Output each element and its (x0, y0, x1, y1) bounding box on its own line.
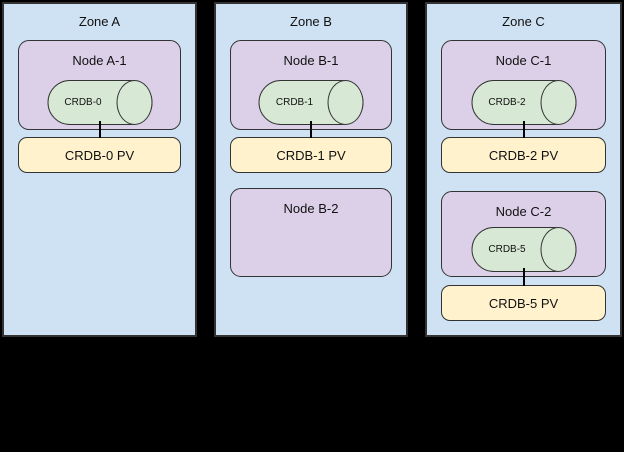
zone-a-title: Zone A (78, 14, 121, 29)
crdb-1-database-cylinder: CRDB-1 (258, 80, 364, 125)
cylinder-cap (327, 80, 364, 125)
crdb-1-pv-box: CRDB-1 PV (230, 137, 392, 173)
node-b1-title: Node B-1 (283, 53, 339, 68)
cylinder-cap (540, 227, 576, 272)
crdb-1-pv-label: CRDB-1 PV (276, 147, 346, 163)
crdb-0-database-cylinder: CRDB-0 (47, 80, 152, 125)
crdb-1-label: CRDB-1 (275, 97, 314, 108)
crdb-2-pv-box: CRDB-2 PV (441, 137, 606, 173)
crdb-5-pv-label: CRDB-5 PV (488, 295, 559, 311)
zone-c-title: Zone C (502, 14, 545, 29)
node-c2-title: Node C-2 (495, 204, 552, 219)
cylinder-cap (540, 80, 576, 125)
crdb-5-pv-box: CRDB-5 PV (441, 285, 606, 321)
crdb-0-label: CRDB-0 (64, 97, 102, 108)
crdb-0-pv-box: CRDB-0 PV (18, 137, 181, 173)
crdb-5-label: CRDB-5 (488, 244, 526, 255)
crdb-2-pv-label: CRDB-2 PV (488, 147, 559, 163)
node-c1-box: Node C-1 CRDB-2 (441, 40, 606, 130)
crdb-5-database-cylinder: CRDB-5 (471, 227, 576, 272)
connector-line (98, 121, 101, 138)
zone-c: Zone C Node C-1 CRDB-2 CRDB-2 PV Node C-… (425, 2, 622, 337)
node-b2-box: Node B-2 (230, 188, 392, 277)
node-c1-title: Node C-1 (495, 53, 552, 68)
node-a1-title: Node A-1 (72, 53, 127, 68)
node-b1-box: Node B-1 CRDB-1 (230, 40, 392, 130)
node-b2-title: Node B-2 (283, 201, 339, 216)
crdb-0-pv-label: CRDB-0 PV (64, 147, 135, 163)
zone-a: Zone A Node A-1 CRDB-0 CRDB-0 PV (2, 2, 197, 337)
connector-line (522, 121, 525, 138)
connector-line (522, 268, 525, 286)
zone-b-title: Zone B (290, 14, 332, 29)
crdb-2-database-cylinder: CRDB-2 (471, 80, 576, 125)
zone-b: Zone B Node B-1 CRDB-1 CRDB-1 PV Node B-… (214, 2, 408, 337)
cylinder-cap (116, 80, 152, 125)
crdb-2-label: CRDB-2 (488, 97, 526, 108)
connector-line (310, 121, 312, 138)
node-a1-box: Node A-1 CRDB-0 (18, 40, 181, 130)
node-c2-box: Node C-2 CRDB-5 (441, 191, 606, 277)
